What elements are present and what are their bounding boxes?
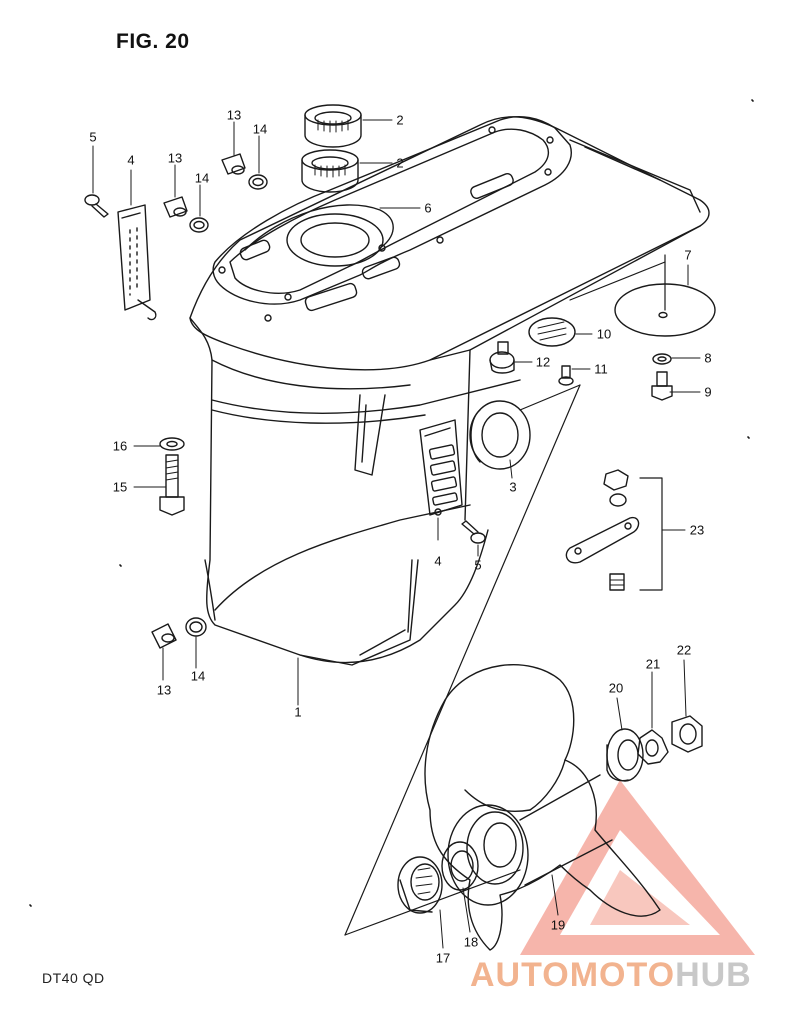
callout-8: 8 <box>704 350 712 366</box>
callout-3: 3 <box>509 479 517 495</box>
cover-plate <box>615 284 715 336</box>
propeller <box>425 665 660 950</box>
callout-11: 11 <box>594 361 608 377</box>
anode-left <box>118 205 156 320</box>
callout-17: 17 <box>435 950 451 966</box>
callout-5a: 5 <box>89 129 97 145</box>
spline-washer <box>607 729 643 781</box>
callout-21: 21 <box>645 656 661 672</box>
needle-bearing-upper <box>305 105 361 147</box>
bolt-15 <box>160 455 184 515</box>
callout-4b: 4 <box>434 553 442 569</box>
callout-20: 20 <box>608 680 624 696</box>
nut-22 <box>672 716 702 752</box>
oil-seal <box>470 401 530 469</box>
watermark-part1: AUTOMOTO <box>470 956 676 994</box>
callout-14c: 14 <box>190 668 206 684</box>
callout-2b: 2 <box>396 155 404 171</box>
drain-plug-bottom <box>152 624 176 648</box>
callout-13a: 13 <box>226 107 242 123</box>
screw-right <box>462 521 485 543</box>
water-strainer <box>529 318 575 346</box>
callout-13c: 13 <box>156 682 172 698</box>
callout-7: 7 <box>684 247 692 263</box>
scan-marks <box>30 100 753 906</box>
callout-18: 18 <box>463 934 479 950</box>
washer-bottom <box>186 618 206 636</box>
callout-14b: 14 <box>194 170 210 186</box>
gearcase-housing <box>190 117 709 935</box>
callout-1: 1 <box>294 704 302 720</box>
stopper <box>398 857 442 913</box>
figure-title: FIG. 20 <box>116 30 190 53</box>
callout-15: 15 <box>112 479 128 495</box>
callout-4a: 4 <box>127 152 135 168</box>
callout-16: 16 <box>112 438 128 454</box>
washer-8 <box>653 354 671 364</box>
washer-top <box>249 175 267 189</box>
callout-12: 12 <box>535 354 551 370</box>
callout-14a: 14 <box>252 121 268 137</box>
screw-11 <box>559 366 573 385</box>
bolt-9 <box>652 372 672 400</box>
model-code: DT40 QD <box>42 970 105 986</box>
callout-23: 23 <box>689 522 705 538</box>
washer-mid <box>190 218 208 232</box>
spacer <box>442 842 478 890</box>
anode-right <box>420 420 462 515</box>
callout-19: 19 <box>550 917 566 933</box>
trim-tab-assembly <box>566 470 662 590</box>
watermark-text: AUTOMOTOHUB <box>470 956 752 995</box>
watermark-part2: HUB <box>675 956 752 994</box>
callout-10: 10 <box>596 326 612 342</box>
plug-12 <box>490 342 514 373</box>
gasket <box>245 205 393 250</box>
callout-22: 22 <box>676 642 692 658</box>
callout-9: 9 <box>704 384 712 400</box>
callout-6: 6 <box>424 200 432 216</box>
drain-plug-top <box>222 154 245 174</box>
callout-2a: 2 <box>396 112 404 128</box>
washer-21 <box>638 730 668 764</box>
drain-plug-mid <box>164 197 187 217</box>
needle-bearing-lower <box>302 150 358 192</box>
screw-left <box>85 195 108 217</box>
washer-16 <box>160 438 184 450</box>
leader-lines <box>93 120 700 948</box>
callout-13b: 13 <box>167 150 183 166</box>
callout-5b: 5 <box>474 557 482 573</box>
